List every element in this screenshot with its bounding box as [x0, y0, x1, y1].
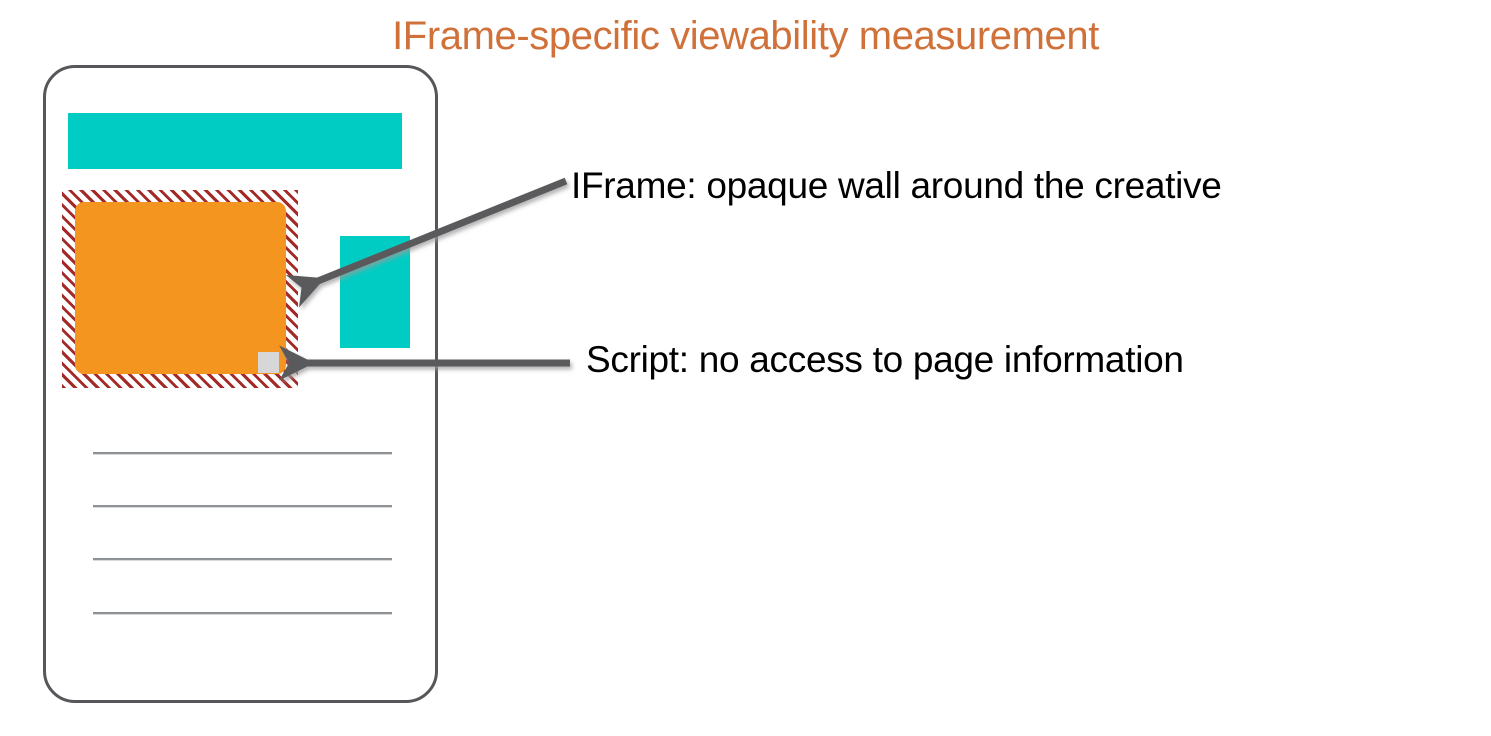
ad-creative — [75, 202, 286, 374]
content-block-side — [340, 236, 410, 348]
page-title: IFrame-specific viewability measurement — [392, 14, 1099, 58]
text-rule-3 — [93, 558, 392, 560]
callout-label-script: Script: no access to page information — [586, 339, 1184, 380]
content-block-top-banner — [68, 113, 402, 169]
callout-label-iframe: IFrame: opaque wall around the creative — [571, 165, 1222, 206]
text-rule-4 — [93, 612, 392, 614]
text-rule-1 — [93, 452, 392, 454]
measurement-script-marker — [258, 352, 279, 373]
text-rule-2 — [93, 505, 392, 507]
